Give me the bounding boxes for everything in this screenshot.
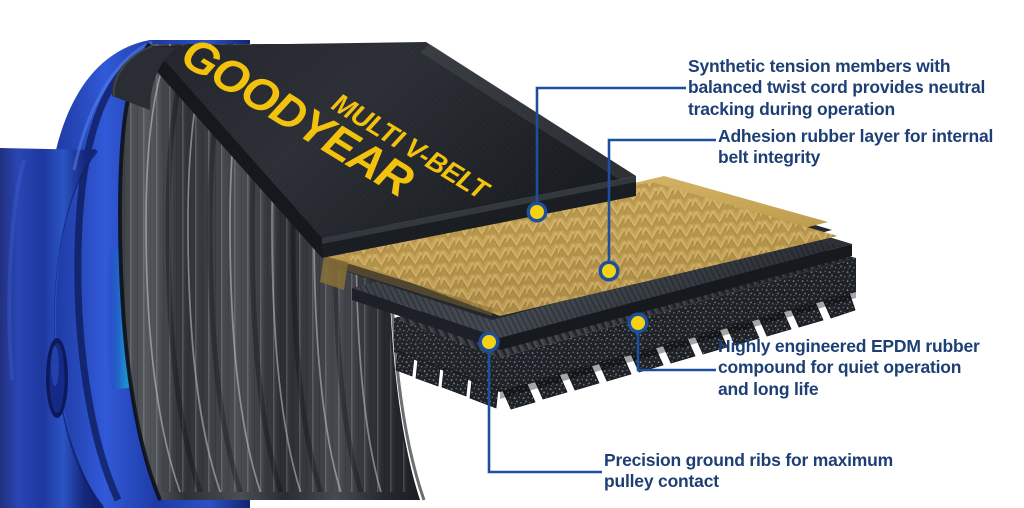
leader-precision-ribs: [487, 342, 602, 474]
leader-adhesion-rubber: [607, 138, 716, 271]
belt-back: [111, 42, 636, 258]
callout-leaders: [487, 86, 716, 474]
leader-epdm-compound: [636, 323, 716, 372]
callout-text-precision-ribs: Precision ground ribs for maximum pulley…: [604, 450, 894, 492]
rib-teeth-front: [395, 350, 499, 409]
marker-adhesion-rubber: [598, 260, 620, 282]
callout-text-tension-members: Synthetic tension members with balanced …: [688, 56, 986, 119]
cord-layer: [318, 176, 838, 316]
marker-tension-members: [526, 201, 548, 223]
rib-teeth: [502, 291, 856, 410]
leader-tension-members: [535, 86, 686, 212]
callout-text-epdm-compound: Highly engineered EPDM rubber compound f…: [718, 336, 980, 399]
callout-markers: [478, 201, 649, 353]
callout-text-adhesion-rubber: Adhesion rubber layer for internal belt …: [718, 126, 994, 168]
marker-epdm-compound: [627, 312, 649, 334]
marker-precision-ribs: [478, 331, 500, 353]
